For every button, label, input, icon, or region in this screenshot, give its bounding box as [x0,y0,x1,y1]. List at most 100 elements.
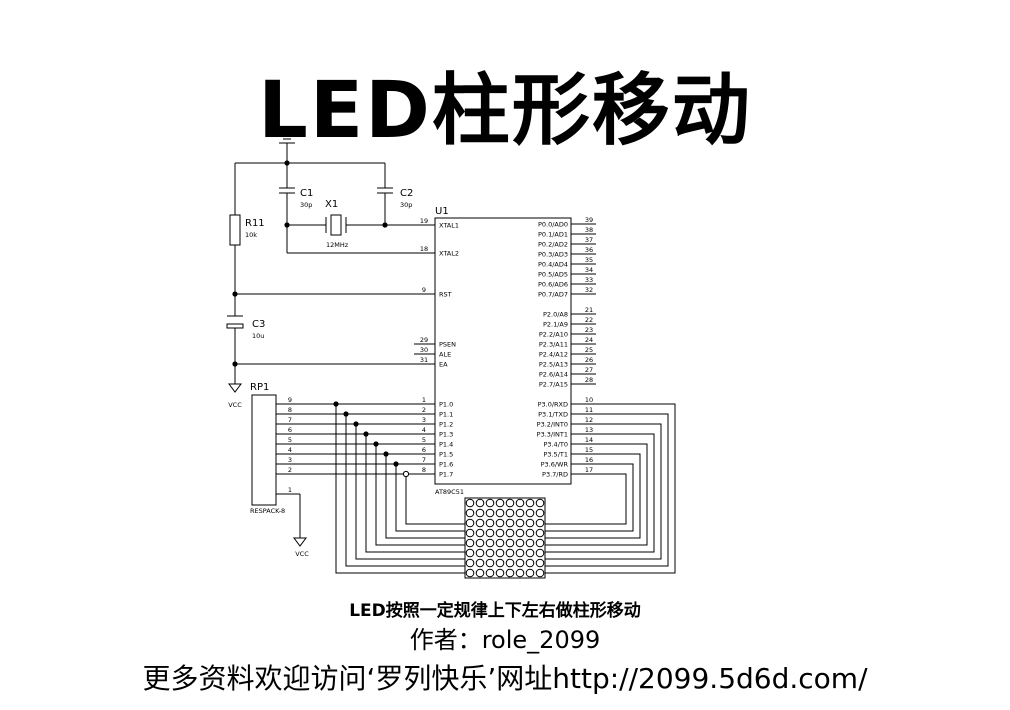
c3-value-label: 10u [252,332,264,340]
led-dot [475,518,485,528]
led-dot [495,548,505,558]
u1-part-label: AT89C51 [435,488,464,496]
u1-ref-label: U1 [435,206,449,217]
junction-dot [363,431,369,437]
led-dot [465,498,475,508]
pin-number: 33 [585,276,593,284]
led-dot [515,538,525,548]
led-dot [525,558,535,568]
pin-number: 17 [585,466,593,474]
led-dot [495,558,505,568]
c2-value-label: 30p [400,201,412,209]
vcc-arrow [293,537,307,547]
led-dot [525,498,535,508]
p1-pin-label: P1.5 [439,451,453,459]
led-dot [535,558,545,568]
p3-pin-label: P3.2/INT0 [537,421,568,429]
u1-chip-body [434,217,572,485]
junction-dot [382,222,388,228]
pin-number: 29 [420,336,428,344]
p0-pin-label: P0.6/AD6 [538,281,568,289]
led-dot [505,568,515,578]
led-dot [495,538,505,548]
pin-number: 11 [585,406,593,414]
pin-number: 37 [585,236,593,244]
pin-number: 7 [422,456,426,464]
p3-pin-label: P3.4/T0 [543,441,568,449]
pin-number: 18 [420,245,428,253]
led-dot [465,538,475,548]
p1-pin-label: P1.0 [439,401,453,409]
junction-dot [284,222,290,228]
wire [545,473,627,525]
psen-label: PSEN [439,341,456,349]
pin-number: 15 [585,446,593,454]
wire [365,434,465,553]
led-dot [475,528,485,538]
pin-number: 16 [585,456,593,464]
pin-number: 12 [585,416,593,424]
rp1-pin-number: 2 [288,466,292,474]
led-dot [515,498,525,508]
c1-ref-label: C1 [300,188,313,199]
led-dot [485,538,495,548]
led-dot [485,518,495,528]
pin-number: 3 [422,416,426,424]
p1-pin-label: P1.1 [439,411,453,419]
pin-number: 32 [585,286,593,294]
led-dot [505,498,515,508]
wire [375,444,465,546]
schematic-components [226,160,572,579]
pin-number: 23 [585,326,593,334]
pin-number: 21 [585,306,593,314]
c1-value-label: 30p [300,201,312,209]
p2-pin-label: P2.0/A8 [543,311,568,319]
p2-pin-label: P2.7/A15 [539,381,568,389]
rp1-pin-number: 9 [288,396,292,404]
pin-number: 13 [585,426,593,434]
pin-number: 27 [585,366,593,374]
rp1-body [251,394,277,506]
schematic-wires [234,134,676,574]
led-dot [525,548,535,558]
wire [335,404,465,574]
pin-number: 36 [585,246,593,254]
led-dot [535,548,545,558]
p3-pin-label: P3.1/TXD [538,411,568,419]
p1-pin-label: P1.4 [439,441,453,449]
page-title: LED柱形移动 [258,66,752,156]
led-dot [525,528,535,538]
led-dot [505,548,515,558]
led-dot [465,548,475,558]
pin-number: 10 [585,396,593,404]
pin-number: 22 [585,316,593,324]
ea-label: EA [439,361,448,369]
led-dot [485,528,495,538]
r11-value-label: 10k [245,231,257,239]
junction-dot [383,451,389,457]
p3-pin-label: P3.0/RXD [538,401,568,409]
c3-ref-label: C3 [252,319,265,330]
led-dot [465,508,475,518]
rp1-pin-number: 5 [288,436,292,444]
c3-plate [226,323,244,329]
led-dot [475,558,485,568]
led-dot [505,558,515,568]
rp1-pin-number: 1 [288,486,292,494]
led-dot [535,538,545,548]
pin-number: 19 [420,217,428,225]
pin-number: 38 [585,226,593,234]
junction-dot [343,411,349,417]
led-dot [475,568,485,578]
p2-pin-label: P2.4/A12 [539,351,568,359]
led-dot [475,548,485,558]
rp1-ref-label: RP1 [250,382,269,393]
led-dot [505,528,515,538]
led-dot [525,538,535,548]
led-dot [485,568,495,578]
pin-number: 39 [585,216,593,224]
led-dot [515,548,525,558]
wire [545,403,676,574]
led-dot [465,528,475,538]
